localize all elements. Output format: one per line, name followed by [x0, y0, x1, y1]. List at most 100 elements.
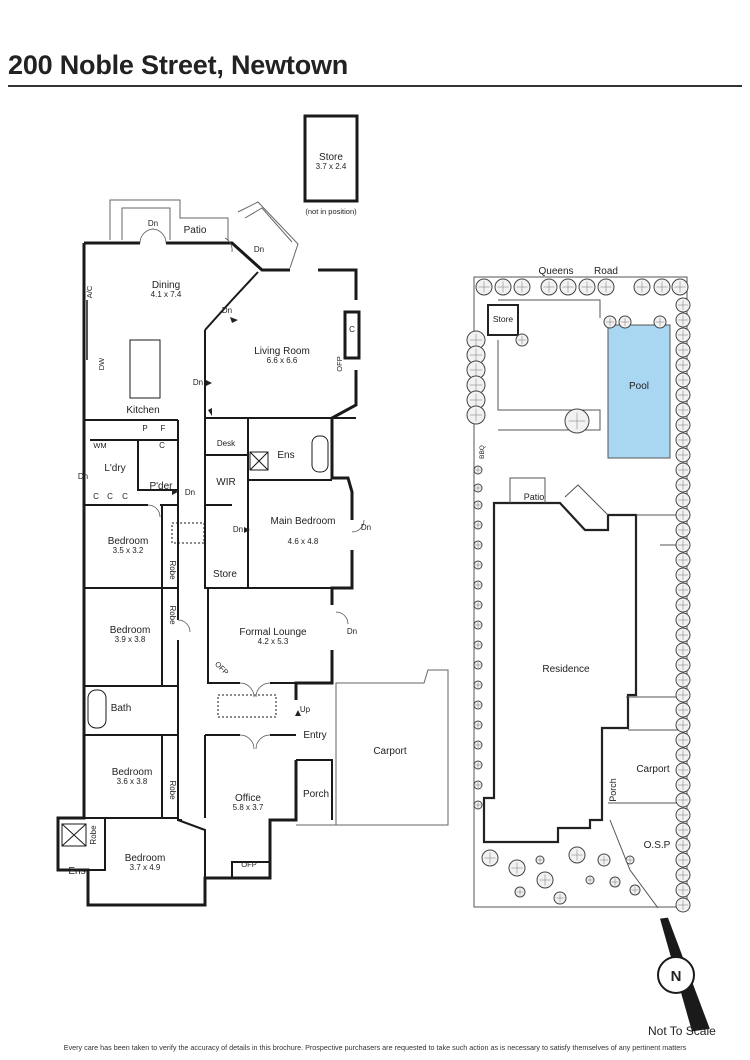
ofp-living: OFP [335, 356, 344, 371]
tree-icon-detail [678, 870, 688, 880]
tree-icon-detail [511, 862, 523, 874]
tree-icon-detail [678, 480, 688, 490]
tree-icon-detail [674, 281, 686, 293]
tree-icon-detail [678, 630, 688, 640]
tree-icon-detail [475, 467, 481, 473]
tree-icon-detail [678, 600, 688, 610]
tree-icon-detail [678, 585, 688, 595]
ofp-office: OFP [241, 860, 256, 869]
bed4-dims: 3.7 x 4.9 [130, 863, 161, 872]
bed2-dims: 3.9 x 3.8 [115, 635, 146, 644]
site-patio-label: Patio [524, 492, 545, 502]
tree-icon-detail [678, 795, 688, 805]
f-label: F [161, 424, 166, 433]
patio-outline [109, 199, 229, 240]
tree-icon-detail [469, 363, 483, 377]
tree-icon-detail [678, 315, 688, 325]
tree-icon-detail [678, 840, 688, 850]
tree-icon-detail [678, 750, 688, 760]
internal-walls [58, 271, 356, 878]
tree-icon-detail [678, 300, 688, 310]
pool-outline [607, 324, 671, 459]
north-arrow [657, 917, 710, 1032]
tree-icon-detail [678, 810, 688, 820]
tree-icon-detail [678, 645, 688, 655]
dn-hall: Dn [185, 488, 195, 497]
bath-label: Bath [111, 703, 132, 714]
residence-label: Residence [542, 664, 590, 675]
tree-icon-detail [475, 722, 481, 728]
tree-icon-detail [678, 435, 688, 445]
robe1-label: Robe [168, 560, 177, 580]
tree-icon-detail [600, 281, 612, 293]
floor-plan [56, 114, 449, 907]
tree-icon-detail [678, 420, 688, 430]
bed3-label: Bedroom [112, 767, 153, 778]
dn-dining: Dn [222, 306, 232, 315]
tree-icon-detail [475, 542, 481, 548]
tree-icon-detail [537, 857, 543, 863]
living-dims: 6.6 x 6.6 [267, 356, 298, 365]
tree-icon-detail [478, 281, 490, 293]
tree-icon-detail [475, 802, 481, 808]
carport-label: Carport [373, 746, 407, 757]
tree-icon-detail [678, 525, 688, 535]
wir-label: WIR [216, 477, 235, 488]
dn-kitchen: Dn [193, 378, 203, 387]
tree-icon-detail [497, 281, 509, 293]
pool-label: Pool [629, 381, 649, 392]
c-kitchen: C [159, 441, 165, 450]
store-dims: 3.7 x 2.4 [316, 162, 347, 171]
tree-icon-detail [568, 412, 586, 430]
tree-icon-detail [678, 345, 688, 355]
tree-icon-detail [516, 888, 524, 896]
ens-bed4-label: Ens [68, 866, 85, 877]
bed4-label: Bedroom [125, 853, 166, 864]
tree-icon-detail [611, 878, 619, 886]
tree-icon-detail [562, 281, 574, 293]
tree-icon-detail [469, 348, 483, 362]
porch-label: Porch [303, 789, 329, 800]
compass-letter: N [671, 968, 682, 985]
tree-icon-detail [678, 675, 688, 685]
wm-label: WM [93, 441, 106, 450]
street-name-1: Queens [538, 266, 573, 277]
site-trees [466, 278, 691, 913]
tree-icon-detail [469, 333, 483, 347]
disclaimer-text: Every care has been taken to verify the … [63, 1043, 687, 1052]
dn-main-bed-ext: Dn [361, 523, 371, 532]
living-label: Living Room [254, 346, 310, 357]
pder-label: P'der [149, 481, 173, 492]
stair-arrows [172, 317, 301, 716]
tree-icon-detail [678, 705, 688, 715]
tree-icon-detail [631, 886, 639, 894]
residence-outline [482, 501, 638, 844]
tree-icon-detail [516, 281, 528, 293]
tree-icon-detail [678, 885, 688, 895]
page-title: 200 Noble Street, Newtown [8, 50, 349, 80]
tree-icon-detail [678, 540, 688, 550]
not-to-scale-label: Not To Scale [648, 1024, 716, 1038]
tree-icon-detail [475, 782, 481, 788]
store-label: Store [319, 152, 343, 163]
tree-icon-detail [627, 857, 633, 863]
tree-icon-detail [678, 735, 688, 745]
tree-icon-detail [620, 317, 630, 327]
tree-icon-detail [678, 405, 688, 415]
tree-icon-detail [475, 662, 481, 668]
dn-ldry: Dn [78, 472, 88, 481]
c1-label: C [93, 492, 99, 501]
main-bed-dims: 4.6 x 4.8 [288, 537, 319, 546]
formal-label: Formal Lounge [239, 627, 307, 638]
bbq-label: BBQ [479, 445, 486, 459]
tree-icon-detail [678, 555, 688, 565]
robe2-label: Robe [168, 605, 177, 625]
tree-icon-detail [469, 408, 483, 422]
patio-label: Patio [184, 225, 207, 236]
tree-icon-detail [539, 874, 551, 886]
bed3-dims: 3.6 x 3.8 [117, 777, 148, 786]
store-note: (not in position) [305, 207, 357, 216]
store-small-label: Store [213, 569, 237, 580]
tree-icon-detail [636, 281, 648, 293]
